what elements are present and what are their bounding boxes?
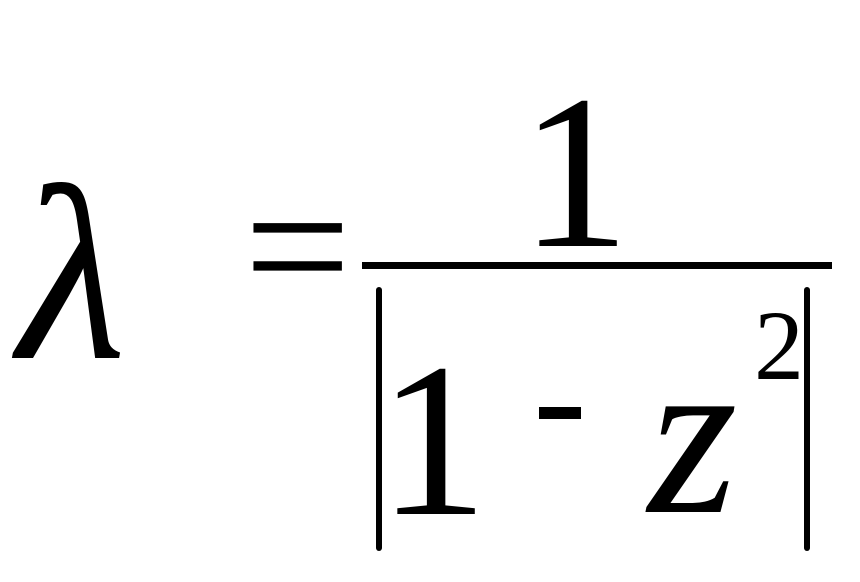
absolute-value-right-bar bbox=[804, 287, 810, 551]
exponent: 2 bbox=[754, 290, 804, 401]
absolute-value-left-bar bbox=[376, 287, 382, 551]
lambda-symbol: λ bbox=[18, 136, 127, 413]
denominator-constant: 1 bbox=[378, 318, 488, 562]
fraction-bar bbox=[362, 262, 832, 269]
minus-sign: - bbox=[539, 407, 581, 419]
equals-sign: = bbox=[244, 142, 352, 352]
variable-z: z bbox=[648, 307, 738, 562]
numerator: 1 bbox=[520, 50, 630, 294]
minus-sign-text: - bbox=[539, 407, 540, 408]
